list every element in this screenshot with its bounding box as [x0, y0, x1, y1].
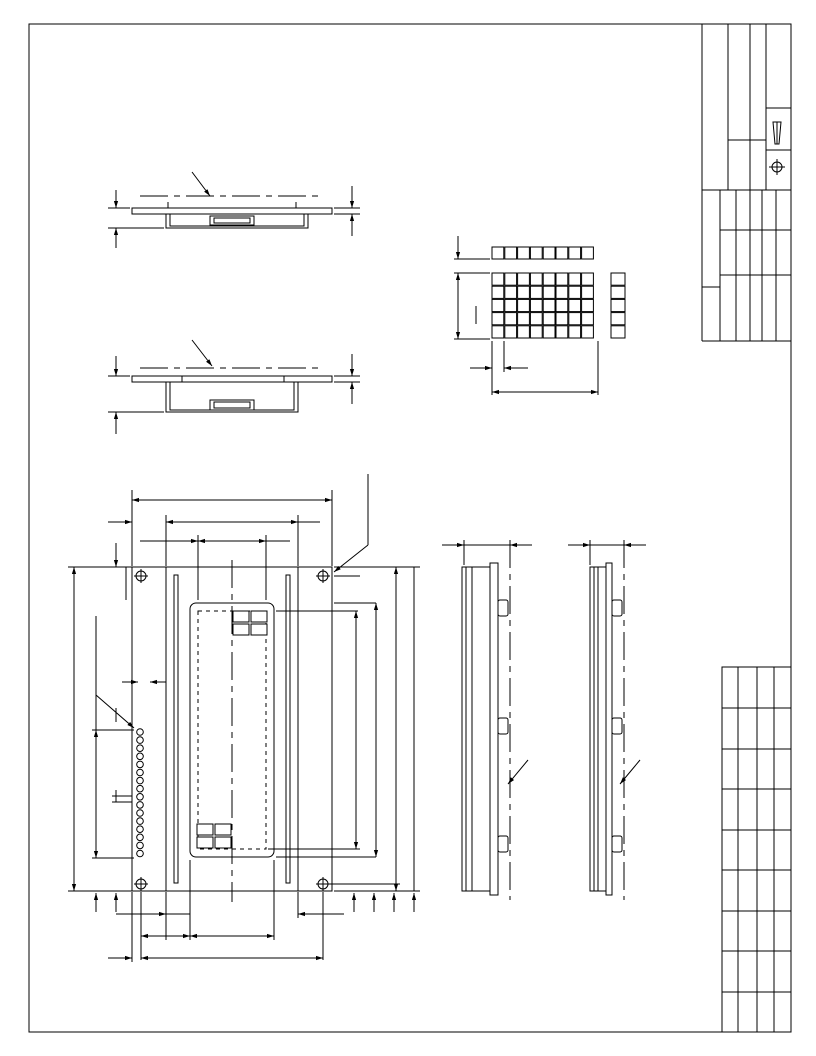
- connector-pin: [136, 809, 144, 817]
- matrix-cell: [568, 325, 582, 339]
- connector-pin: [136, 849, 144, 858]
- connector-pin: [136, 736, 144, 744]
- matrix-cell: [581, 272, 594, 286]
- matrix-cell: [517, 272, 530, 286]
- connector-pin: [136, 833, 144, 842]
- matrix-cell: [555, 285, 569, 299]
- matrix-cell: [542, 325, 556, 339]
- matrix-cell: [568, 312, 582, 326]
- revision-table: [721, 666, 792, 1033]
- connector-pin: [136, 752, 144, 761]
- pixel-matrix-detail: [454, 236, 626, 395]
- matrix-cell: [529, 246, 543, 260]
- matrix-cell: [581, 285, 594, 299]
- matrix-cell: [517, 325, 530, 339]
- matrix-cell: [504, 312, 518, 326]
- matrix-cell: [504, 246, 518, 260]
- connector-pin: [136, 744, 144, 753]
- side-view-1: [442, 540, 532, 900]
- matrix-cell: [581, 312, 594, 326]
- matrix-cell: [491, 312, 505, 326]
- matrix-cell: [568, 272, 582, 286]
- matrix-cell: [542, 246, 556, 260]
- matrix-cell: [610, 272, 626, 286]
- matrix-cell: [504, 285, 518, 299]
- connector-pin: [136, 793, 144, 801]
- matrix-cell: [581, 298, 594, 313]
- matrix-cell: [517, 312, 530, 326]
- matrix-cell: [568, 298, 582, 313]
- connector-pin: [136, 825, 144, 834]
- matrix-cell: [581, 325, 594, 339]
- matrix-cell: [491, 272, 505, 286]
- mounting-hole-icon: [134, 569, 330, 891]
- matrix-cell: [568, 285, 582, 299]
- matrix-cell: [568, 246, 582, 260]
- matrix-cell: [610, 312, 626, 326]
- matrix-cell: [555, 298, 569, 313]
- connector-pin: [136, 784, 144, 793]
- connector-pins: [136, 728, 144, 858]
- matrix-cell: [517, 298, 530, 313]
- top-view-2: [108, 339, 360, 434]
- matrix-cell: [542, 298, 556, 313]
- connector-pin: [136, 841, 144, 850]
- title-block: [701, 24, 791, 342]
- matrix-cell: [504, 325, 518, 339]
- matrix-cell: [491, 246, 505, 260]
- matrix-cell: [491, 325, 505, 339]
- connector-pin: [136, 728, 144, 736]
- matrix-cell: [610, 298, 626, 313]
- matrix-cell: [610, 325, 626, 339]
- matrix-cell: [581, 246, 594, 260]
- matrix-cell: [517, 246, 530, 260]
- matrix-cell: [542, 272, 556, 286]
- connector-pin: [136, 776, 144, 785]
- matrix-cell: [529, 325, 543, 339]
- front-view: [68, 474, 420, 962]
- top-view-1: [108, 171, 360, 248]
- crosshair-circle-icon: [769, 159, 785, 175]
- sheet-border: [28, 23, 792, 1033]
- matrix-cell: [555, 325, 569, 339]
- matrix-cell: [529, 298, 543, 313]
- matrix-cell: [529, 285, 543, 299]
- connector-pin: [136, 768, 144, 777]
- connector-pin: [136, 801, 144, 809]
- matrix-cell: [517, 285, 530, 299]
- taper-icon: [772, 121, 782, 145]
- matrix-cell: [491, 285, 505, 299]
- matrix-cell: [491, 298, 505, 313]
- matrix-cell: [504, 272, 518, 286]
- matrix-cell: [529, 272, 543, 286]
- matrix-cell: [555, 246, 569, 260]
- matrix-cell: [542, 312, 556, 326]
- matrix-cell: [610, 285, 626, 299]
- matrix-cell: [529, 312, 543, 326]
- connector-pin: [136, 760, 144, 769]
- matrix-cell: [542, 285, 556, 299]
- matrix-cell: [555, 312, 569, 326]
- side-view-2: [568, 540, 646, 900]
- matrix-cell: [555, 272, 569, 286]
- connector-pin: [136, 817, 144, 825]
- matrix-cell: [504, 298, 518, 313]
